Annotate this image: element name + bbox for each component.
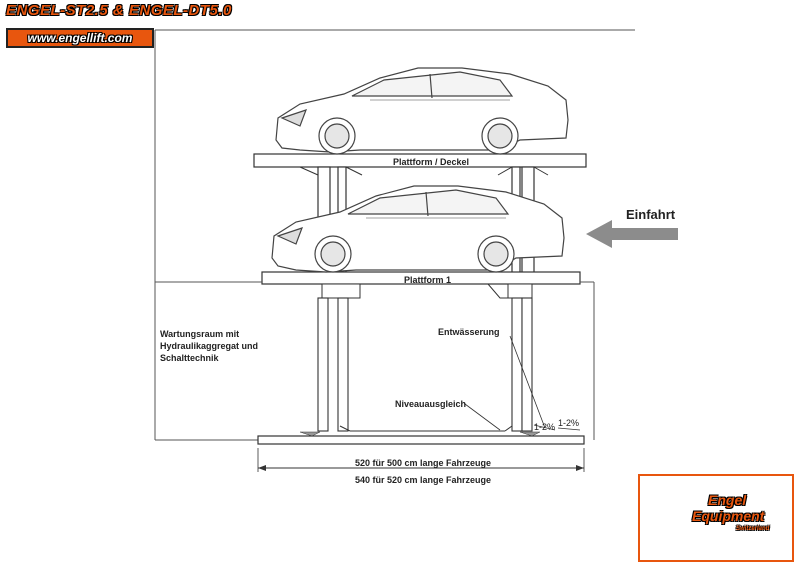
platform-1-bracket-left: [321, 283, 361, 299]
platform-1-bracket-right: [507, 283, 533, 299]
product-title: ENGEL-ST2.5 & ENGEL-DT5.0: [6, 2, 232, 19]
floor-foot-left: [299, 431, 321, 437]
pit-column-right-2: [521, 297, 533, 432]
logo-line-1: Engel: [708, 492, 747, 508]
bracket-edge: [487, 283, 508, 299]
logo-line-3: Switzerland: [736, 526, 770, 532]
website-badge[interactable]: www.engellift.com: [6, 28, 154, 48]
company-logo: Engel Equipment Switzerland: [638, 474, 794, 562]
label-entry: Einfahrt: [626, 207, 676, 222]
floor-foot-right: [519, 431, 541, 437]
logo-line-2: Equipment: [692, 508, 765, 524]
website-link[interactable]: www.engellift.com: [27, 31, 133, 45]
label-dimension-2: 540 für 520 cm lange Fahrzeuge: [355, 475, 492, 485]
slope-arrow-2: [557, 427, 581, 431]
platform-top-deck: [253, 153, 587, 168]
dim-arrow-left: [258, 465, 266, 471]
dim-arrow-right: [576, 465, 584, 471]
label-platform-top: Plattform / Deckel: [393, 157, 470, 167]
label-platform-1: Plattform 1: [404, 275, 452, 285]
column-braces: [299, 166, 549, 176]
lower-car: [271, 185, 565, 273]
label-dimension-1: 520 für 500 cm lange Fahrzeuge: [355, 458, 492, 468]
label-maintenance: Wartungsraum mit Hydraulikaggregat und S…: [160, 329, 259, 363]
label-slope-2: 1-2%: [558, 418, 580, 428]
leveling-ends: [339, 425, 513, 432]
platform-1-deck: [261, 271, 581, 285]
pit-column-left: [317, 297, 329, 432]
upper-car: [275, 67, 569, 155]
drainage-leader: [509, 335, 546, 429]
slope-arrow-1: [533, 424, 556, 431]
floor-slab: [257, 435, 585, 445]
label-leveling: Niveauausgleich: [395, 399, 467, 409]
label-drainage: Entwässerung: [438, 327, 500, 337]
label-slope-1: 1-2%: [534, 422, 556, 432]
leveling-leader: [464, 403, 501, 431]
pit-column-left-2: [337, 297, 349, 432]
entry-arrow: [586, 220, 678, 248]
